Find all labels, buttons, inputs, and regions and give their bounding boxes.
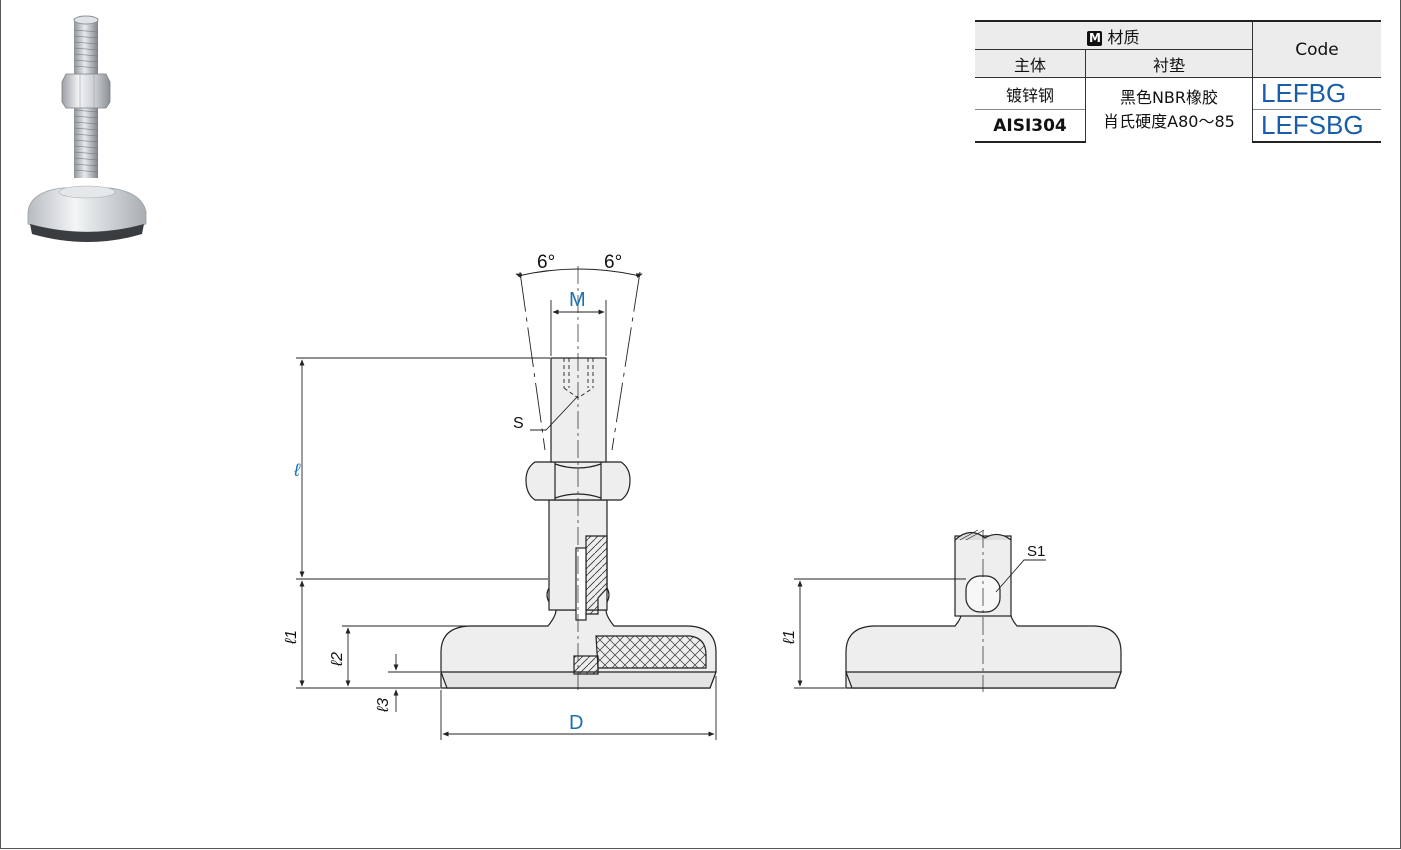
- material-badge-icon: M: [1087, 30, 1103, 46]
- table-subheader-row: 主体 衬垫: [975, 49, 1381, 78]
- table-row: 镀锌钢 黑色NBR橡胶 肖氏硬度A80～85 LEFBG: [975, 77, 1381, 142]
- angle-left-label: 6°: [537, 252, 555, 273]
- inner-bore: [575, 547, 587, 621]
- product-photo: [27, 15, 147, 242]
- side-pad: [845, 671, 1122, 689]
- ball-section-hatch: [573, 655, 599, 675]
- side-dimensions: [794, 559, 1046, 689]
- hex-socket-label: S: [513, 415, 524, 432]
- body-material-1: 镀锌钢: [975, 77, 1086, 110]
- liner-section-hatch: [595, 635, 707, 669]
- front-view: [440, 266, 717, 690]
- tilt-angle-lines: [515, 268, 643, 451]
- liner-material: 黑色NBR橡胶 肖氏硬度A80～85: [1085, 77, 1253, 142]
- material-header: 材质: [1107, 27, 1140, 47]
- thread-label: M: [569, 289, 586, 311]
- table-row: AISI304 LEFSBG: [975, 109, 1381, 143]
- liner-header: 衬垫: [1085, 49, 1253, 78]
- body-material-2: AISI304: [975, 109, 1086, 143]
- flats-label: S1: [1027, 543, 1045, 560]
- front-dimensions: [296, 300, 717, 740]
- length-label: ℓ: [293, 460, 301, 480]
- l1-front-label: ℓ1: [283, 630, 300, 645]
- front-pad: [440, 671, 717, 689]
- code-1: LEFBG: [1252, 77, 1381, 110]
- liner-line-2: 肖氏硬度A80～85: [1103, 112, 1235, 131]
- side-view: [845, 529, 1122, 692]
- l2-label: ℓ2: [329, 652, 346, 667]
- code-2: LEFSBG: [1252, 109, 1381, 143]
- diameter-label: D: [569, 712, 583, 734]
- code-header: Code: [1252, 20, 1381, 78]
- body-header: 主体: [975, 49, 1086, 78]
- liner-line-1: 黑色NBR橡胶: [1119, 88, 1219, 107]
- angle-right-label: 6°: [604, 252, 622, 273]
- l1-side-label: ℓ1: [781, 630, 798, 645]
- l3-label: ℓ3: [375, 698, 392, 713]
- front-stud-upper: [550, 357, 607, 463]
- photo-rubber-pad: [30, 224, 144, 242]
- photo-nut: [61, 73, 111, 109]
